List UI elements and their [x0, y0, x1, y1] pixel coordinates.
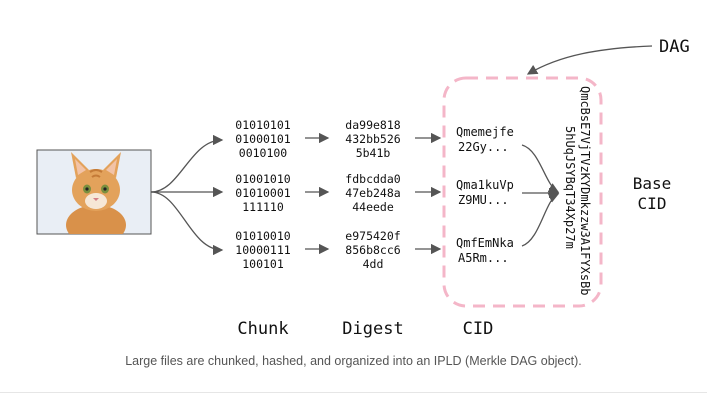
svg-text:01010010: 01010010 — [235, 229, 290, 243]
svg-text:0010100: 0010100 — [239, 146, 288, 160]
photo-to-chunk-arrows — [150, 134, 224, 256]
kitten-photo — [36, 149, 152, 235]
digest-label: Digest — [342, 319, 403, 339]
dag-arrow — [526, 45, 653, 75]
chunk-to-digest-arrows — [305, 132, 330, 255]
digest-to-cid-arrows — [415, 132, 442, 255]
svg-text:Qma1kuVp: Qma1kuVp — [456, 178, 514, 192]
chunk-label: Chunk — [237, 319, 288, 339]
svg-text:44eede: 44eede — [352, 200, 394, 214]
svg-text:01000101: 01000101 — [235, 132, 290, 146]
dag-box — [442, 76, 603, 308]
svg-text:5b41b: 5b41b — [356, 146, 391, 160]
base-cid-label-line2: CID — [638, 194, 667, 213]
svg-text:47eb248a: 47eb248a — [345, 186, 400, 200]
svg-text:fdbcdda0: fdbcdda0 — [345, 172, 400, 186]
svg-text:100101: 100101 — [242, 257, 284, 271]
svg-text:e975420f: e975420f — [345, 229, 400, 243]
svg-text:A5Rm...: A5Rm... — [458, 251, 509, 265]
svg-text:QmcBsE7VjTVzKYDmkzzw3A1FYXsBb: QmcBsE7VjTVzKYDmkzzw3A1FYXsBb — [578, 86, 592, 296]
svg-text:da99e818: da99e818 — [345, 118, 400, 132]
svg-text:4dd: 4dd — [363, 257, 384, 271]
cid-column: Qmemejfe 22Gy... Qma1kuVp Z9MU... QmfEmN… — [456, 125, 514, 265]
digest-column: da99e818 432bb526 5b41b fdbcdda0 47eb248… — [345, 118, 400, 271]
svg-text:856b8cc6: 856b8cc6 — [345, 243, 400, 257]
cid-label: CID — [463, 319, 494, 339]
base-cid-hash: QmcBsE7VjTVzKYDmkzzw3A1FYXsBb 5hUqJSYBqT… — [563, 86, 592, 296]
svg-text:01001010: 01001010 — [235, 172, 290, 186]
svg-text:01010001: 01010001 — [235, 186, 290, 200]
svg-text:5hUqJSYBqT34Xp27m: 5hUqJSYBqT34Xp27m — [563, 126, 577, 249]
svg-text:QmfEmNka: QmfEmNka — [456, 236, 514, 250]
svg-text:Z9MU...: Z9MU... — [458, 193, 509, 207]
base-cid-label-line1: Base — [633, 174, 672, 193]
svg-text:Qmemejfe: Qmemejfe — [456, 125, 514, 139]
svg-text:111110: 111110 — [242, 200, 284, 214]
dag-label: DAG — [659, 37, 690, 57]
figure-caption: Large files are chunked, hashed, and org… — [125, 354, 582, 368]
divider — [0, 392, 707, 393]
svg-text:01010101: 01010101 — [235, 118, 290, 132]
svg-text:10000111: 10000111 — [235, 243, 290, 257]
chunk-column: 01010101 01000101 0010100 01001010 01010… — [235, 118, 290, 271]
svg-text:432bb526: 432bb526 — [345, 132, 400, 146]
svg-text:22Gy...: 22Gy... — [458, 140, 509, 154]
cid-to-base-arrows — [521, 144, 560, 247]
